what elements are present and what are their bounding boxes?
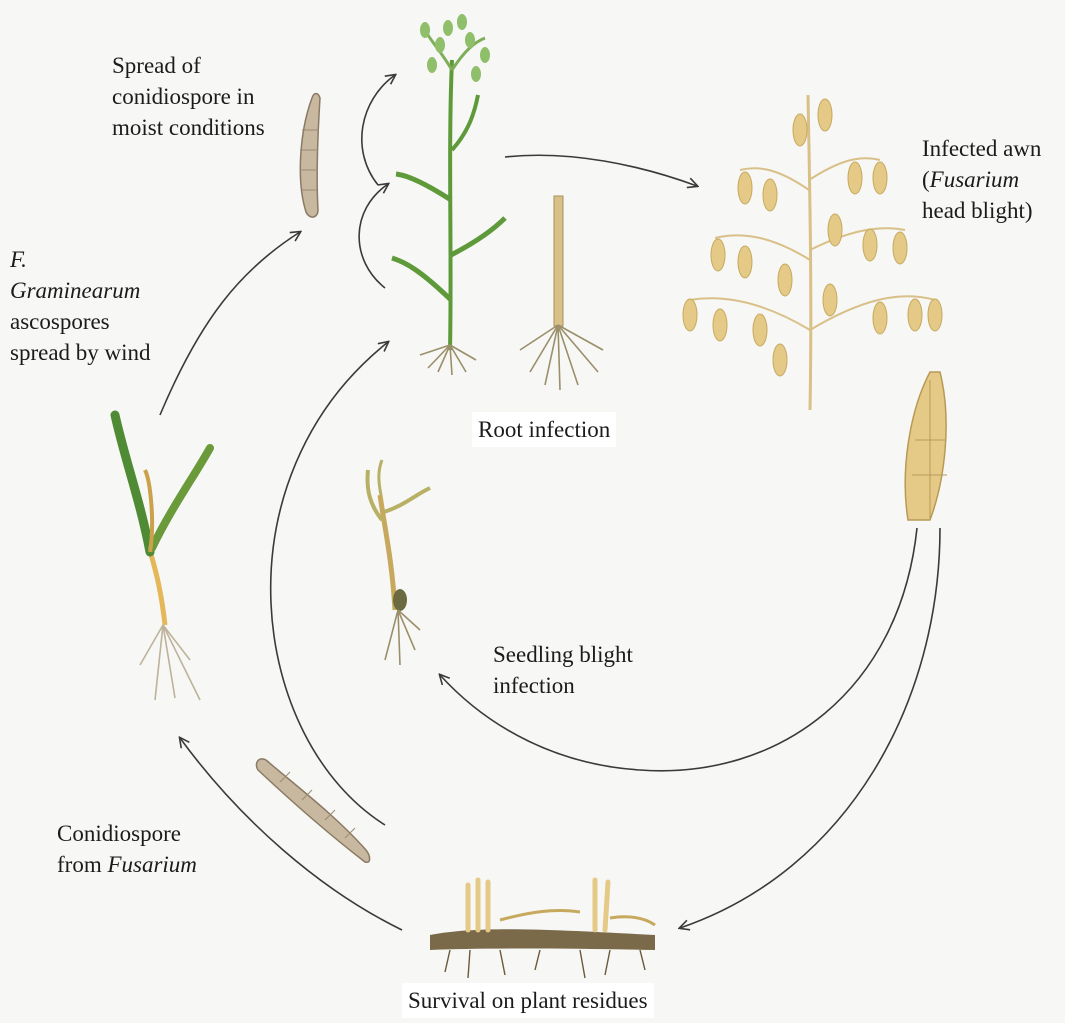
arrow-awn-to-residues	[680, 528, 940, 928]
label-conidiospore-from-fusarium: Conidiospore from Fusarium	[57, 818, 197, 880]
label-spread-conidiospore: Spread of conidiospore in moist conditio…	[112, 50, 265, 143]
infected-awn-icon	[683, 95, 942, 410]
label-infected-awn: Infected awn (Fusarium head blight)	[922, 133, 1041, 226]
spikelet-icon	[905, 372, 947, 520]
young-plant-icon	[115, 415, 210, 700]
flowering-plant-icon	[392, 14, 505, 375]
arrow-ascospores-to-conidiospore	[160, 232, 300, 415]
arrow-residue-to-root-infection	[271, 342, 388, 825]
plant-residue-soil-icon	[430, 880, 655, 978]
label-seedling-blight: Seedling blight infection	[493, 639, 633, 701]
label-survival-plant-residues: Survival on plant residues	[402, 983, 654, 1018]
arrow-plant-to-infected-awn	[505, 155, 697, 186]
conidiospore-top-icon	[300, 94, 320, 218]
root-infection-plant-icon	[520, 196, 603, 390]
conidiospore-bottom-icon	[256, 759, 369, 862]
arrow-spore-to-plant-top	[362, 75, 395, 185]
seedling-blight-plant-icon	[368, 460, 430, 665]
arrow-residue-to-conidiospore	[180, 738, 402, 930]
label-ascospores: F. Graminearum ascospores spread by wind	[10, 244, 151, 368]
arrow-spore-to-plant-mid	[359, 184, 388, 288]
label-root-infection: Root infection	[472, 412, 616, 447]
